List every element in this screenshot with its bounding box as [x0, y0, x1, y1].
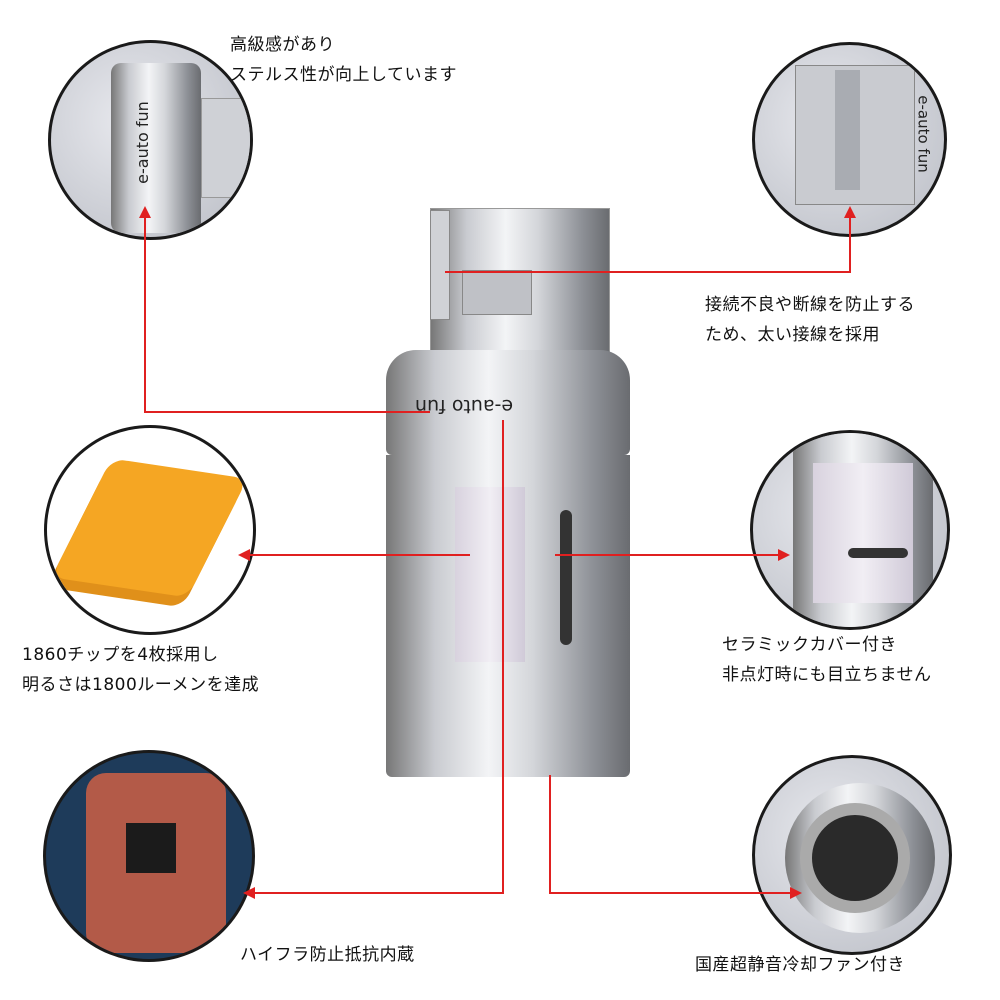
caption-resistor: ハイフラ防止抵抗内蔵: [240, 945, 415, 965]
caption-line: ステルス性が向上しています: [230, 65, 457, 85]
ceramic-cover: [455, 487, 525, 662]
chip-detail-circle: [44, 425, 256, 635]
caption-cover: セラミックカバー付き 非点灯時にも目立ちません: [722, 630, 932, 690]
caption-stealth: 高級感があり ステルス性が向上しています: [230, 30, 457, 90]
caption-line: 明るさは1800ルーメンを達成: [22, 675, 260, 695]
caption-line: ため、太い接線を採用: [705, 325, 880, 345]
bulb-brand-label: e-auto fun: [415, 395, 514, 417]
caption-line: 接続不良や断線を防止する: [705, 295, 915, 315]
caption-fan: 国産超静音冷却ファン付き: [695, 955, 905, 975]
caption-wire: 接続不良や断線を防止する ため、太い接線を採用: [705, 290, 915, 350]
caption-line: セラミックカバー付き: [722, 635, 897, 655]
bulb-cap: [386, 350, 630, 455]
caption-line: 高級感があり: [230, 35, 335, 55]
resistor-detail-circle: [43, 750, 255, 962]
caption-line: 1860チップを4枚採用し: [22, 645, 219, 665]
cover-detail-circle: [750, 430, 950, 630]
fan-detail-circle: [752, 755, 952, 955]
caption-chip: 1860チップを4枚採用し 明るさは1800ルーメンを達成: [22, 640, 259, 700]
brand-label: e-auto fun: [132, 101, 152, 184]
stealth-detail-circle: e-auto fun: [48, 40, 253, 240]
wire-detail-circle: e-auto fun: [752, 42, 947, 237]
caption-line: 非点灯時にも目立ちません: [722, 665, 932, 685]
brand-label: e-auto fun: [914, 95, 933, 173]
